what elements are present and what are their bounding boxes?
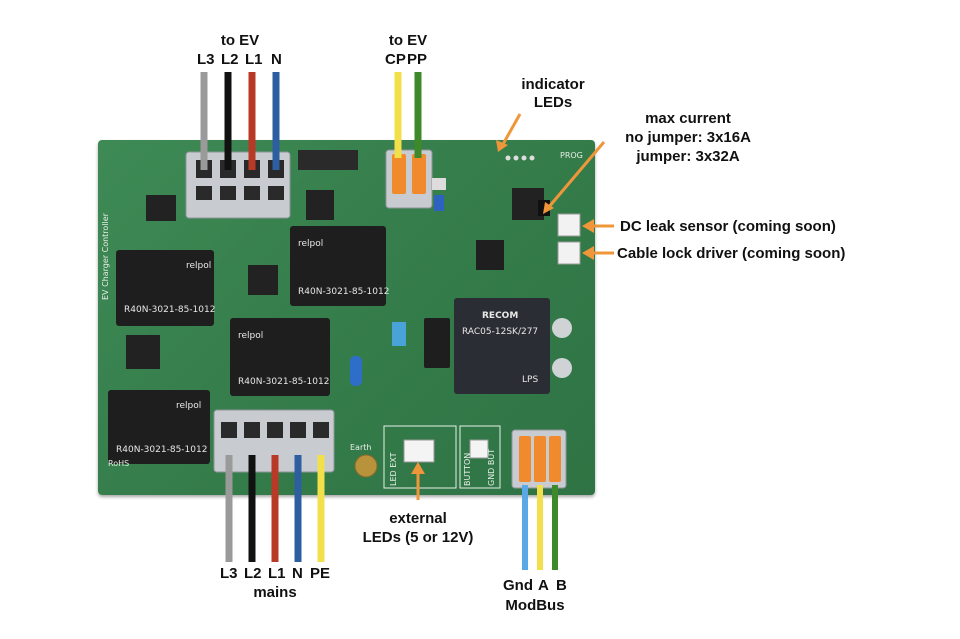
gnd-but-label: GND BUT — [487, 449, 496, 486]
relay-brand: relpol — [298, 239, 323, 249]
indicator-led — [521, 155, 527, 161]
max-current-label-title: max current — [645, 110, 731, 127]
mains-wire-label-l3: L3 — [220, 565, 238, 582]
arrowhead — [411, 462, 425, 474]
max-current-label-no-jumper: no jumper: 3x16A — [625, 129, 751, 146]
relay-2: relpol R40N-3021-85-1012 — [290, 226, 389, 306]
top-wire-label-l3: L3 — [197, 51, 215, 68]
arrow-max-current — [546, 141, 606, 209]
mains-wire-label-n: N — [292, 565, 303, 582]
relay-brand: relpol — [186, 261, 211, 271]
push-button — [432, 178, 446, 190]
relay-brand: relpol — [238, 331, 263, 341]
top-wire-label-n: N — [271, 51, 282, 68]
rohs-label: RoHS — [108, 459, 129, 468]
prog-label: PROG — [560, 151, 583, 160]
mains-wire-label-l1: L1 — [268, 565, 286, 582]
electrolytic-capacitor — [552, 318, 572, 338]
earth-label: Earth — [350, 443, 371, 452]
cp-pp-terminal — [385, 149, 433, 209]
psu-model: RAC05-12SK/277 — [462, 327, 538, 337]
indicator-leds-label-line2: LEDs — [533, 94, 573, 111]
relay-model: R40N-3021-85-1012 — [238, 377, 329, 387]
led-ext-area — [383, 425, 457, 489]
psu-brand: RECOM — [482, 311, 518, 321]
cable-lock-label: Cable lock driver (coming soon) — [617, 245, 846, 262]
indicator-led — [529, 155, 535, 161]
relay-model: R40N-3021-85-1012 — [116, 445, 207, 455]
external-leds-label-line1: external — [389, 510, 447, 527]
arrowhead — [582, 246, 594, 260]
top-wires — [200, 72, 422, 170]
external-led-connector — [403, 439, 435, 463]
modbus-wire-label-gnd: Gnd — [503, 577, 533, 594]
indicator-led — [505, 155, 511, 161]
led-ext-label: LED EXT — [389, 452, 398, 486]
top-power-terminal — [185, 151, 291, 219]
psu-input-connector — [424, 318, 450, 368]
mains-wire-label-l2: L2 — [244, 565, 262, 582]
psu-mark: LPS — [522, 375, 538, 385]
capacitor — [392, 322, 406, 346]
ic-chip — [306, 190, 334, 220]
modbus-wire-label-b: B — [556, 577, 567, 594]
button-connector — [469, 439, 489, 459]
modbus-label: ModBus — [505, 597, 565, 614]
top-wire-label-l1: L1 — [245, 51, 263, 68]
top-wire-label-l2: L2 — [221, 51, 239, 68]
mains-label: mains — [253, 584, 297, 601]
arrowhead — [496, 140, 508, 152]
header-connector — [298, 150, 358, 170]
to-ev-label-signal: to EV — [388, 32, 428, 49]
annotation-arrows — [411, 113, 614, 500]
max-current-label-jumper: jumper: 3x32A — [636, 148, 740, 165]
relay-model: R40N-3021-85-1012 — [124, 305, 215, 315]
cable-lock-connector — [557, 241, 581, 265]
arrow-indicator-leds — [500, 113, 522, 147]
arrowhead — [582, 219, 594, 233]
ic-chip — [248, 265, 278, 295]
board-edge-text: EV Charger Controller — [101, 212, 110, 300]
indicator-led — [513, 155, 519, 161]
capacitor — [350, 356, 362, 386]
earth-post — [354, 454, 378, 478]
to-ev-label-power: to EV — [220, 32, 260, 49]
mains-wires — [225, 455, 325, 562]
arrowhead — [543, 202, 554, 214]
pp-label: PP — [407, 51, 428, 68]
electrolytic-capacitor — [552, 358, 572, 378]
modbus-wires — [522, 485, 558, 570]
relay-3: relpol R40N-3021-85-1012 — [230, 318, 330, 396]
external-leds-label-line2: LEDs (5 or 12V) — [362, 529, 474, 546]
relay-brand: relpol — [176, 401, 201, 411]
modbus-terminal — [511, 429, 567, 489]
capacitor — [434, 195, 444, 211]
dc-leak-label: DC leak sensor (coming soon) — [620, 218, 836, 235]
relay-4: relpol R40N-3021-85-1012 — [108, 390, 210, 464]
mains-terminal — [213, 409, 335, 473]
dc-leak-connector — [557, 213, 581, 237]
mains-wire-label-pe: PE — [310, 565, 331, 582]
modbus-wire-label-a: A — [538, 577, 549, 594]
cp-label: CP — [385, 51, 406, 68]
ic-chip — [146, 195, 176, 221]
button-label: BUTTON — [463, 453, 472, 486]
button-area — [459, 425, 501, 489]
relay-1: relpol R40N-3021-85-1012 — [116, 250, 215, 326]
indicator-leds-label-line1: indicator — [521, 76, 585, 93]
ic-chip — [126, 335, 160, 369]
ic-chip — [476, 240, 504, 270]
relay-model: R40N-3021-85-1012 — [298, 287, 389, 297]
recom-power-supply: RECOM RAC05-12SK/277 LPS — [454, 298, 550, 394]
